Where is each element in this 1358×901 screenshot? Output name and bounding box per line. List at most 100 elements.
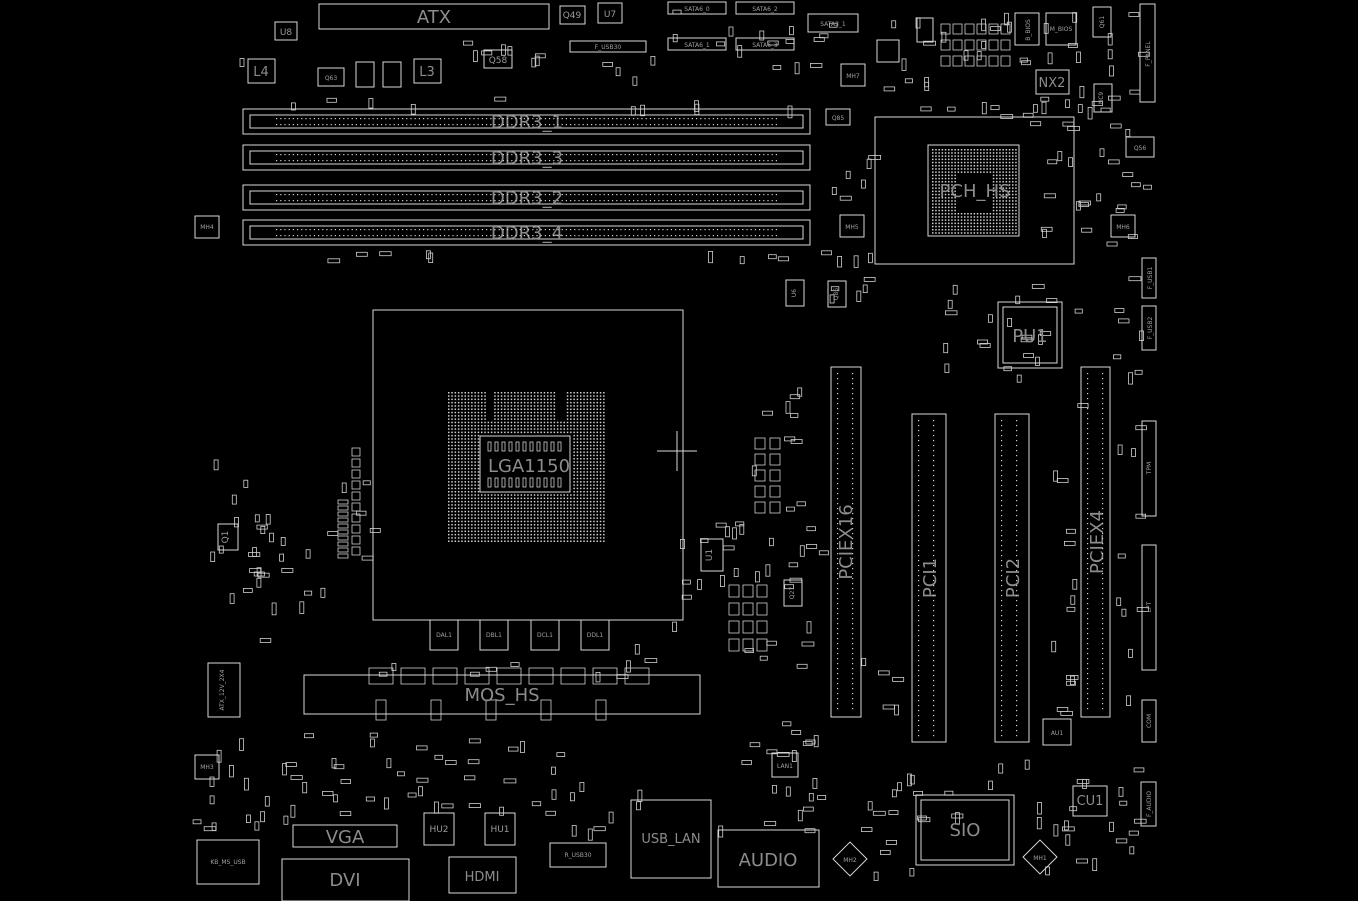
- cpu-socket-center-pads: [487, 441, 562, 488]
- u1-chip: [700, 538, 724, 572]
- q1-label: Q1: [221, 531, 231, 544]
- q63-label: Q63: [325, 75, 338, 82]
- f-panel-header: [1139, 3, 1156, 103]
- sata6-3-label: SATA6_3: [752, 42, 778, 49]
- hu1-chip: [484, 812, 516, 846]
- q1-chip: [217, 523, 239, 551]
- u8-chip: [274, 21, 298, 41]
- usb-lan-label: USB_LAN: [641, 832, 700, 847]
- atx-12v-label: ATX_12V_2X4: [219, 669, 226, 710]
- sata6-1-label: SATA6_1: [684, 42, 710, 49]
- m-bios-chip: [1045, 12, 1077, 46]
- sio-chip-inner: [920, 799, 1010, 861]
- r-usb30-header: [549, 842, 607, 868]
- f-panel-label: F_PANEL: [1145, 41, 1152, 67]
- q56-chip: [1125, 136, 1155, 158]
- au1-label: AU1: [1051, 730, 1063, 737]
- f-usb1-header: [1141, 257, 1157, 299]
- u6-label: U6: [791, 289, 798, 297]
- sata6-1-connector: [667, 37, 727, 51]
- pciex16-slot: [830, 366, 862, 718]
- audio-label: AUDIO: [739, 850, 798, 871]
- dal1-choke: [429, 619, 459, 651]
- sata6-3-connector: [735, 37, 795, 51]
- ddl1-label: DDL1: [587, 632, 604, 639]
- q86-chip: [827, 280, 847, 308]
- sata6-0-connector: [667, 1, 727, 15]
- b-bios-label: B_BIOS: [1025, 19, 1032, 41]
- cu1-label: CU1: [1077, 794, 1104, 809]
- com-header: [1141, 699, 1157, 743]
- mos-hs-label: MOS_HS: [464, 685, 539, 706]
- pu1-chip-inner: [1002, 306, 1058, 364]
- sata3-1-connector: [807, 13, 859, 33]
- q58-label: Q58: [489, 56, 508, 66]
- pciex4-slot: [1080, 366, 1111, 718]
- u9-chip: [916, 17, 934, 43]
- q58-chip: [483, 49, 513, 69]
- q61-label: Q61: [1099, 16, 1106, 29]
- pch-heatsink: [874, 116, 1075, 265]
- hdmi-label: HDMI: [465, 870, 500, 885]
- nc9-chip: [1093, 83, 1113, 113]
- pch-die: [927, 144, 1020, 237]
- ddr3-2-slot: [242, 184, 811, 211]
- usb-lan-port: [630, 799, 712, 879]
- sio-label: SIO: [950, 820, 981, 841]
- nc9-label: NC9: [1098, 92, 1105, 105]
- atx-label: ATX: [417, 7, 451, 28]
- f-audio-label: F_AUDIO: [1146, 791, 1153, 817]
- sata6-0-label: SATA6_0: [684, 6, 710, 13]
- f-audio-header: [1140, 781, 1157, 827]
- sata3-1-label: SATA3_1: [820, 21, 846, 28]
- hdmi-port: [448, 856, 517, 894]
- q-chip-b: [382, 61, 402, 88]
- lpt-label: LPT: [1146, 601, 1153, 612]
- mh6-mount: [1110, 214, 1136, 238]
- mh1-label: MH1: [1033, 855, 1047, 862]
- u6-chip: [785, 279, 805, 307]
- hu1-label: HU1: [490, 825, 509, 835]
- kb-ms-usb-port: [196, 839, 260, 885]
- f-usb2-header: [1141, 305, 1157, 351]
- ddr3-2-slot-inner: [249, 190, 804, 205]
- nx2-crystal: [1035, 69, 1070, 95]
- ddr3-2-label: DDR3_2: [491, 188, 563, 209]
- mh5-label: MH5: [845, 224, 859, 231]
- pci1-label: PCI1: [920, 558, 941, 598]
- atx-connector: [318, 3, 550, 30]
- q86-label: Q86: [833, 288, 840, 301]
- component-pads: [192, 9, 1152, 881]
- pch-ball-grid: [932, 149, 1017, 234]
- ddr3-4-slot: [242, 219, 811, 246]
- f-usb1-label: F_USB1: [1147, 267, 1154, 290]
- ddr3-3-label: DDR3_3: [491, 148, 563, 169]
- ddr3-1-label: DDR3_1: [491, 112, 563, 133]
- dbl1-choke: [479, 619, 509, 651]
- pu1-label: PU1: [1012, 326, 1047, 347]
- lpt-header: [1141, 544, 1157, 671]
- sata6-2-connector: [735, 1, 795, 15]
- r-usb30-label: R_USB30: [564, 852, 591, 859]
- u7-label: U7: [604, 10, 616, 20]
- pci2-label: PCI2: [1003, 558, 1024, 598]
- m-bios-label: M_BIOS: [1050, 26, 1073, 33]
- ddr3-4-label: DDR3_4: [491, 223, 563, 244]
- com-label: COM: [1146, 714, 1153, 728]
- pch-label: PCH_HS: [940, 181, 1011, 202]
- f-usb2-label: F_USB2: [1147, 317, 1154, 340]
- lga1150-label: LGA1150: [488, 456, 570, 477]
- q-chip-a: [355, 61, 375, 88]
- pu1-chip: [997, 301, 1063, 369]
- mh1-mount: [1022, 839, 1058, 875]
- pciex16-label: PCIEX16: [836, 504, 857, 579]
- f-usb30-label: F_USB30: [595, 44, 622, 51]
- lan1-chip: [771, 752, 799, 778]
- mh2-mount: [832, 841, 868, 877]
- mh4-label: MH4: [200, 224, 214, 231]
- kb-ms-usb-label: KB_MS_USB: [210, 859, 245, 866]
- hu2-label: HU2: [429, 825, 448, 835]
- ddr3-1-slot: [242, 108, 811, 135]
- l4-inductor: [247, 58, 276, 84]
